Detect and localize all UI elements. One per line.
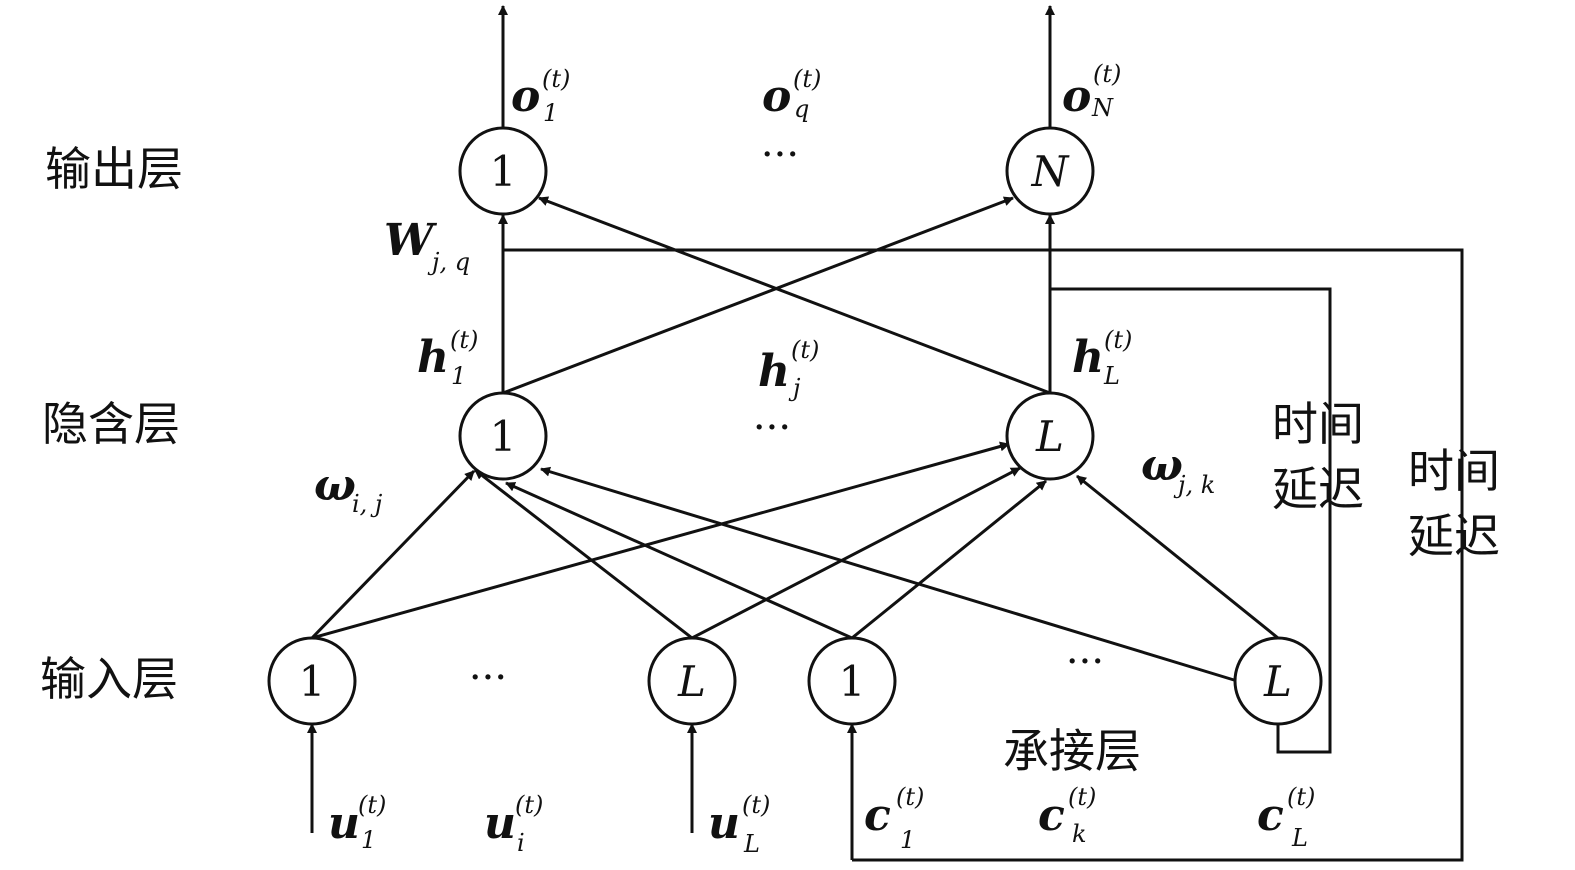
hidden-ellipsis: ···: [753, 405, 791, 451]
context-ellipsis: ···: [1066, 639, 1104, 685]
output-node-N: N: [1005, 126, 1095, 216]
label-wjk: ω j, k: [1141, 440, 1215, 499]
input-node-1: 1: [267, 636, 357, 726]
label-ui: u (t) i: [484, 791, 547, 857]
svg-text:L: L: [1035, 412, 1064, 461]
output-node-1: 1: [458, 126, 548, 216]
svg-text:L: L: [677, 657, 706, 706]
label-ck: c (t) k: [1038, 783, 1100, 848]
edge-c1-h1: [505, 481, 853, 640]
edge-cL-hL: [1076, 474, 1279, 640]
label-o1: o (t) 1: [511, 65, 574, 127]
edge-uL-hL: [691, 466, 1021, 640]
label-u1: u (t) 1: [328, 791, 390, 854]
label-c1: c (t) 1: [864, 783, 928, 854]
input-layer-label: 输入层: [40, 652, 178, 706]
label-oq: o (t) q: [762, 65, 825, 123]
label-Wjq: W j, q: [384, 215, 470, 276]
context-layer-label: 承接层: [1003, 724, 1141, 778]
svg-text:1: 1: [490, 147, 517, 196]
svg-text:N: N: [1031, 147, 1070, 196]
inner-delay-label-line2: 延迟: [1272, 462, 1364, 516]
inner-delay-label-line1: 时间: [1272, 397, 1364, 451]
output-layer-label: 输出层: [45, 142, 183, 196]
label-cL: c (t) L: [1257, 783, 1319, 852]
svg-text:1: 1: [490, 412, 517, 461]
hidden-node-L: L: [1005, 391, 1095, 481]
edge-c1-hL: [851, 479, 1047, 640]
edge-cL-h1: [540, 466, 1235, 682]
svg-text:1: 1: [299, 657, 326, 706]
edge-uL-h1: [474, 468, 693, 640]
svg-text:L: L: [1263, 657, 1292, 706]
input-node-L: L: [647, 636, 737, 726]
outer-delay-label-line2: 延迟: [1408, 509, 1500, 563]
edge-u1-hL: [311, 441, 1010, 640]
label-oN: o (t) N: [1062, 60, 1125, 122]
hidden-node-1: 1: [458, 391, 548, 481]
output-ellipsis: ···: [761, 132, 799, 178]
context-node-1: 1: [807, 636, 897, 726]
edge-h1-oN: [502, 196, 1014, 395]
outer-feedback-line: [503, 248, 1464, 862]
input-ellipsis: ···: [469, 655, 507, 701]
label-h1: h (t) 1: [417, 326, 482, 390]
edge-u1-h1: [310, 469, 476, 640]
context-node-L: L: [1233, 636, 1323, 726]
inner-feedback-line: [1050, 287, 1332, 754]
label-hj: h (t) j: [758, 336, 823, 402]
outer-delay-label-line1: 时间: [1408, 444, 1500, 498]
label-wij: ω i, j: [314, 460, 383, 518]
label-uL: u (t) L: [708, 791, 774, 858]
svg-text:1: 1: [839, 657, 866, 706]
hidden-layer-label: 隐含层: [42, 397, 180, 451]
label-hL: h (t) L: [1072, 326, 1136, 390]
edge-hL-o1: [538, 196, 1051, 395]
